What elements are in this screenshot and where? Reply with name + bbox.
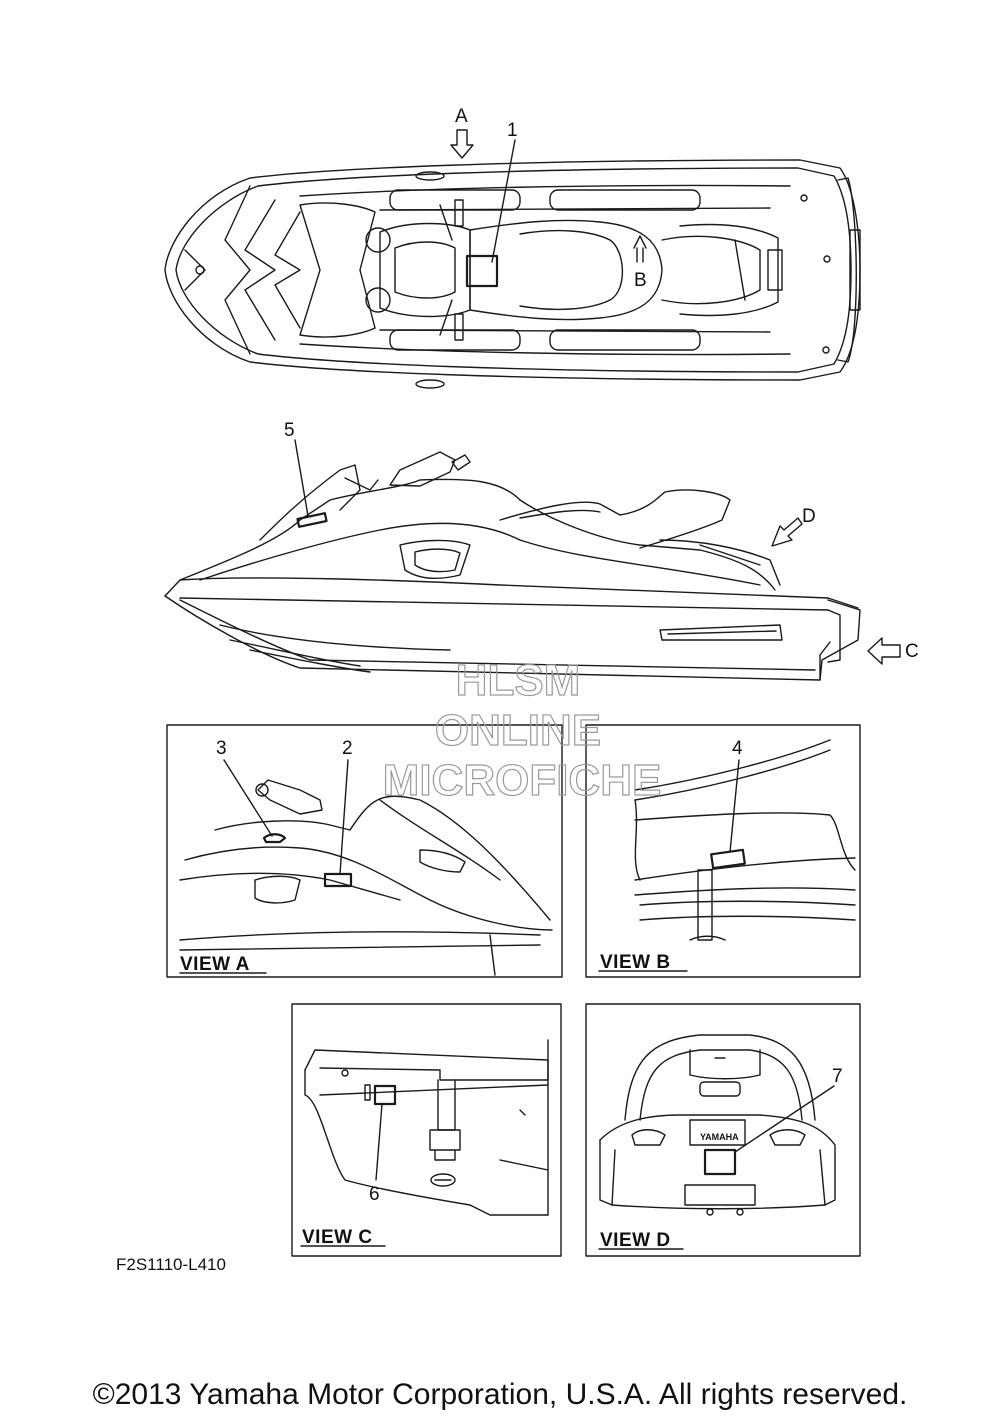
label-4-location <box>710 848 746 870</box>
view-d-label: VIEW D <box>600 1230 671 1251</box>
watermark: HLSM ONLINE MICROFICHE <box>382 655 662 805</box>
direction-arrow-a: A <box>450 106 474 159</box>
view-b-panel <box>585 724 861 978</box>
rear-badge: YAMAHA <box>700 1132 739 1142</box>
direction-arrow-c: C <box>867 637 919 665</box>
watermark-line-3: MICROFICHE <box>383 756 662 805</box>
callout-2: 2 <box>342 738 353 759</box>
callout-6: 6 <box>369 1184 380 1205</box>
view-b-label: VIEW B <box>600 952 671 973</box>
direction-label-d: D <box>802 506 816 527</box>
callout-1: 1 <box>507 120 518 141</box>
direction-arrow-d: D <box>771 506 816 547</box>
view-a-panel <box>166 724 563 978</box>
direction-label-b: B <box>634 270 647 291</box>
label-2-location <box>323 872 353 888</box>
view-d-panel <box>585 1003 861 1257</box>
view-c-label: VIEW C <box>302 1227 373 1248</box>
label-7-location <box>703 1148 737 1176</box>
side-view-watercraft <box>164 451 861 681</box>
callout-4: 4 <box>732 738 743 759</box>
callout-7: 7 <box>832 1066 843 1087</box>
label-5-location <box>296 512 328 528</box>
direction-label-a: A <box>455 106 468 127</box>
label-1-location <box>465 254 499 288</box>
callout-3: 3 <box>216 738 227 759</box>
watermark-line-1: HLSM <box>456 656 581 705</box>
label-3-location <box>262 833 287 844</box>
part-code: F2S1110-L410 <box>116 1255 226 1274</box>
copyright-notice: ©2013 Yamaha Motor Corporation, U.S.A. A… <box>92 1378 908 1411</box>
view-a-label: VIEW A <box>180 954 250 975</box>
watermark-line-2: ONLINE <box>435 706 601 755</box>
direction-label-c: C <box>905 641 919 662</box>
label-6-location <box>373 1084 397 1106</box>
view-c-panel <box>291 1003 562 1257</box>
callout-5: 5 <box>284 420 295 441</box>
top-view-watercraft <box>164 159 861 389</box>
